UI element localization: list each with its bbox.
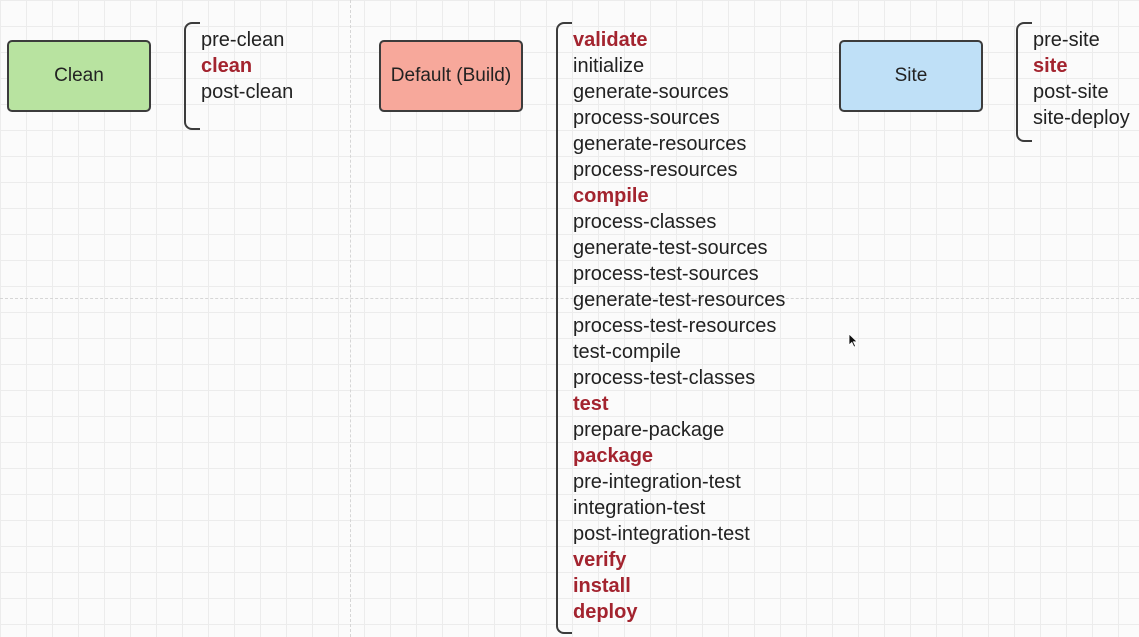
default-build-phase-list: validate initialize generate-sources proces… bbox=[573, 27, 785, 625]
phase-default-validate: validate bbox=[573, 29, 648, 51]
phase-default-install: install bbox=[573, 575, 631, 597]
phase-default-prepare-package: prepare-package bbox=[573, 419, 725, 441]
phase-default-generate-test-resources: generate-test-resources bbox=[573, 289, 786, 311]
phase-clean-clean: clean bbox=[201, 55, 253, 77]
phase-default-process-test-sources: process-test-sources bbox=[573, 263, 759, 285]
clean-phases-bracket bbox=[184, 22, 200, 130]
site-lifecycle-box: Site bbox=[839, 40, 983, 112]
phase-default-compile: compile bbox=[573, 185, 649, 207]
phase-default-package: package bbox=[573, 445, 654, 467]
grid-divider-vertical bbox=[350, 0, 351, 637]
phase-default-initialize: initialize bbox=[573, 55, 645, 77]
mouse-cursor-icon bbox=[848, 333, 858, 348]
phase-clean-post-clean: post-clean bbox=[201, 81, 294, 103]
site-phase-list: pre-site site post-site site-deploy bbox=[1033, 27, 1130, 131]
phase-default-generate-resources: generate-resources bbox=[573, 133, 747, 155]
site-lifecycle-label: Site bbox=[894, 65, 928, 86]
phase-default-verify: verify bbox=[573, 549, 627, 571]
phase-site-pre-site: pre-site bbox=[1033, 29, 1100, 51]
clean-lifecycle-box: Clean bbox=[7, 40, 151, 112]
phase-default-test-compile: test-compile bbox=[573, 341, 681, 363]
phase-default-process-sources: process-sources bbox=[573, 107, 720, 129]
clean-phase-list: pre-clean clean post-clean bbox=[201, 27, 293, 105]
phase-default-test: test bbox=[573, 393, 609, 415]
phase-default-pre-integration-test: pre-integration-test bbox=[573, 471, 741, 493]
phase-site-post-site: post-site bbox=[1033, 81, 1109, 103]
phase-site-site: site bbox=[1033, 55, 1068, 77]
default-build-phases-bracket bbox=[556, 22, 572, 634]
phase-default-process-test-resources: process-test-resources bbox=[573, 315, 777, 337]
clean-lifecycle-label: Clean bbox=[54, 65, 104, 86]
grid-divider-horizontal bbox=[0, 298, 1139, 299]
phase-default-generate-test-sources: generate-test-sources bbox=[573, 237, 768, 259]
phase-default-process-classes: process-classes bbox=[573, 211, 717, 233]
phase-default-generate-sources: generate-sources bbox=[573, 81, 729, 103]
phase-default-process-resources: process-resources bbox=[573, 159, 738, 181]
phase-default-integration-test: integration-test bbox=[573, 497, 706, 519]
default-build-lifecycle-box: Default (Build) bbox=[379, 40, 523, 112]
phase-site-site-deploy: site-deploy bbox=[1033, 107, 1130, 129]
site-phases-bracket bbox=[1016, 22, 1032, 142]
default-build-lifecycle-label: Default (Build) bbox=[390, 65, 512, 86]
phase-clean-pre-clean: pre-clean bbox=[201, 29, 285, 51]
phase-default-deploy: deploy bbox=[573, 601, 638, 623]
phase-default-process-test-classes: process-test-classes bbox=[573, 367, 756, 389]
phase-default-post-integration-test: post-integration-test bbox=[573, 523, 750, 545]
